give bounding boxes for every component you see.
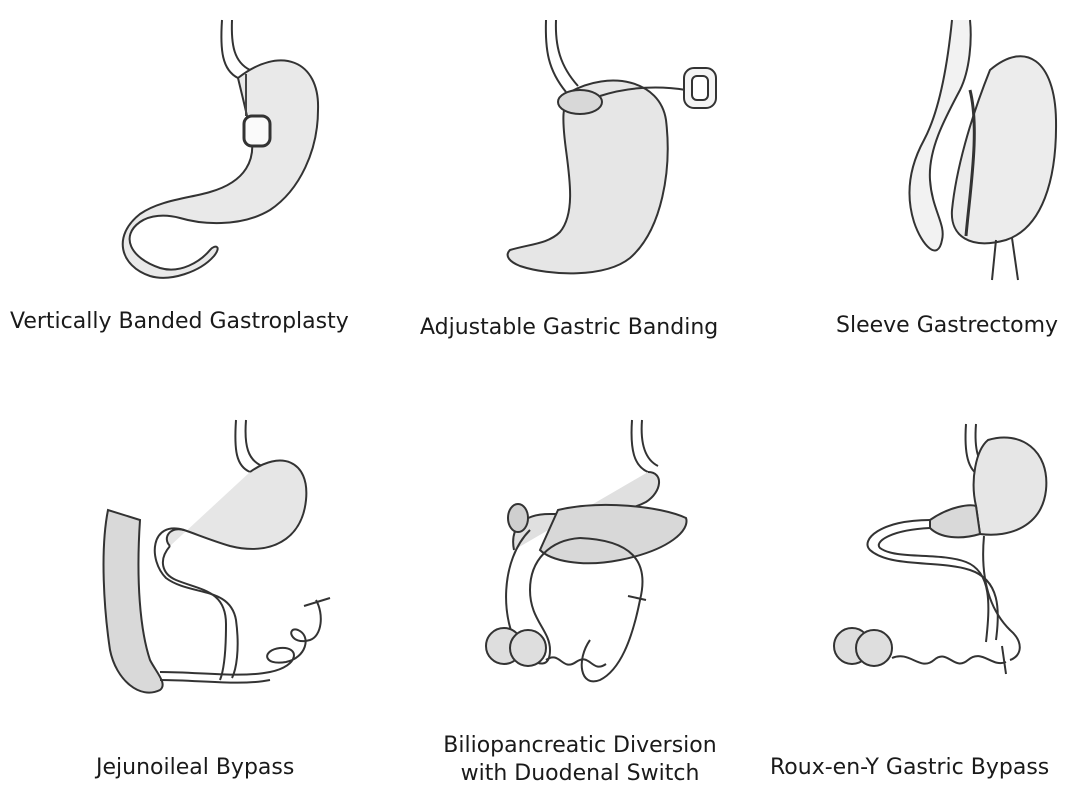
stomach-sleeve-illustration [820, 0, 1081, 300]
biliopancreatic-diversion-illustration [400, 410, 760, 720]
panel-adjustable-gastric-banding: Adjustable Gastric Banding [400, 0, 760, 360]
caption-jejunoileal-bypass: Jejunoileal Bypass [96, 754, 336, 782]
panel-biliopancreatic-diversion: Biliopancreatic Diversion with Duodenal … [400, 410, 760, 787]
roux-en-y-bypass-illustration [770, 410, 1081, 720]
jejunoileal-bypass-illustration [0, 410, 360, 720]
panel-vertically-banded-gastroplasty: Vertically Banded Gastroplasty [0, 0, 360, 360]
caption-vertically-banded-gastroplasty: Vertically Banded Gastroplasty [10, 308, 390, 336]
caption-line-2: with Duodenal Switch [410, 760, 750, 788]
panel-roux-en-y-gastric-bypass: Roux-en-Y Gastric Bypass [770, 410, 1081, 787]
caption-biliopancreatic-diversion: Biliopancreatic Diversion with Duodenal … [410, 732, 750, 788]
stomach-vertical-band-illustration [0, 0, 360, 300]
caption-sleeve-gastrectomy: Sleeve Gastrectomy [836, 312, 1076, 340]
caption-roux-en-y-gastric-bypass: Roux-en-Y Gastric Bypass [770, 754, 1081, 782]
panel-sleeve-gastrectomy: Sleeve Gastrectomy [820, 0, 1081, 360]
caption-adjustable-gastric-banding: Adjustable Gastric Banding [420, 314, 760, 342]
stomach-adjustable-band-illustration [400, 0, 760, 300]
panel-jejunoileal-bypass: Jejunoileal Bypass [0, 410, 360, 787]
caption-line-1: Biliopancreatic Diversion [410, 732, 750, 760]
